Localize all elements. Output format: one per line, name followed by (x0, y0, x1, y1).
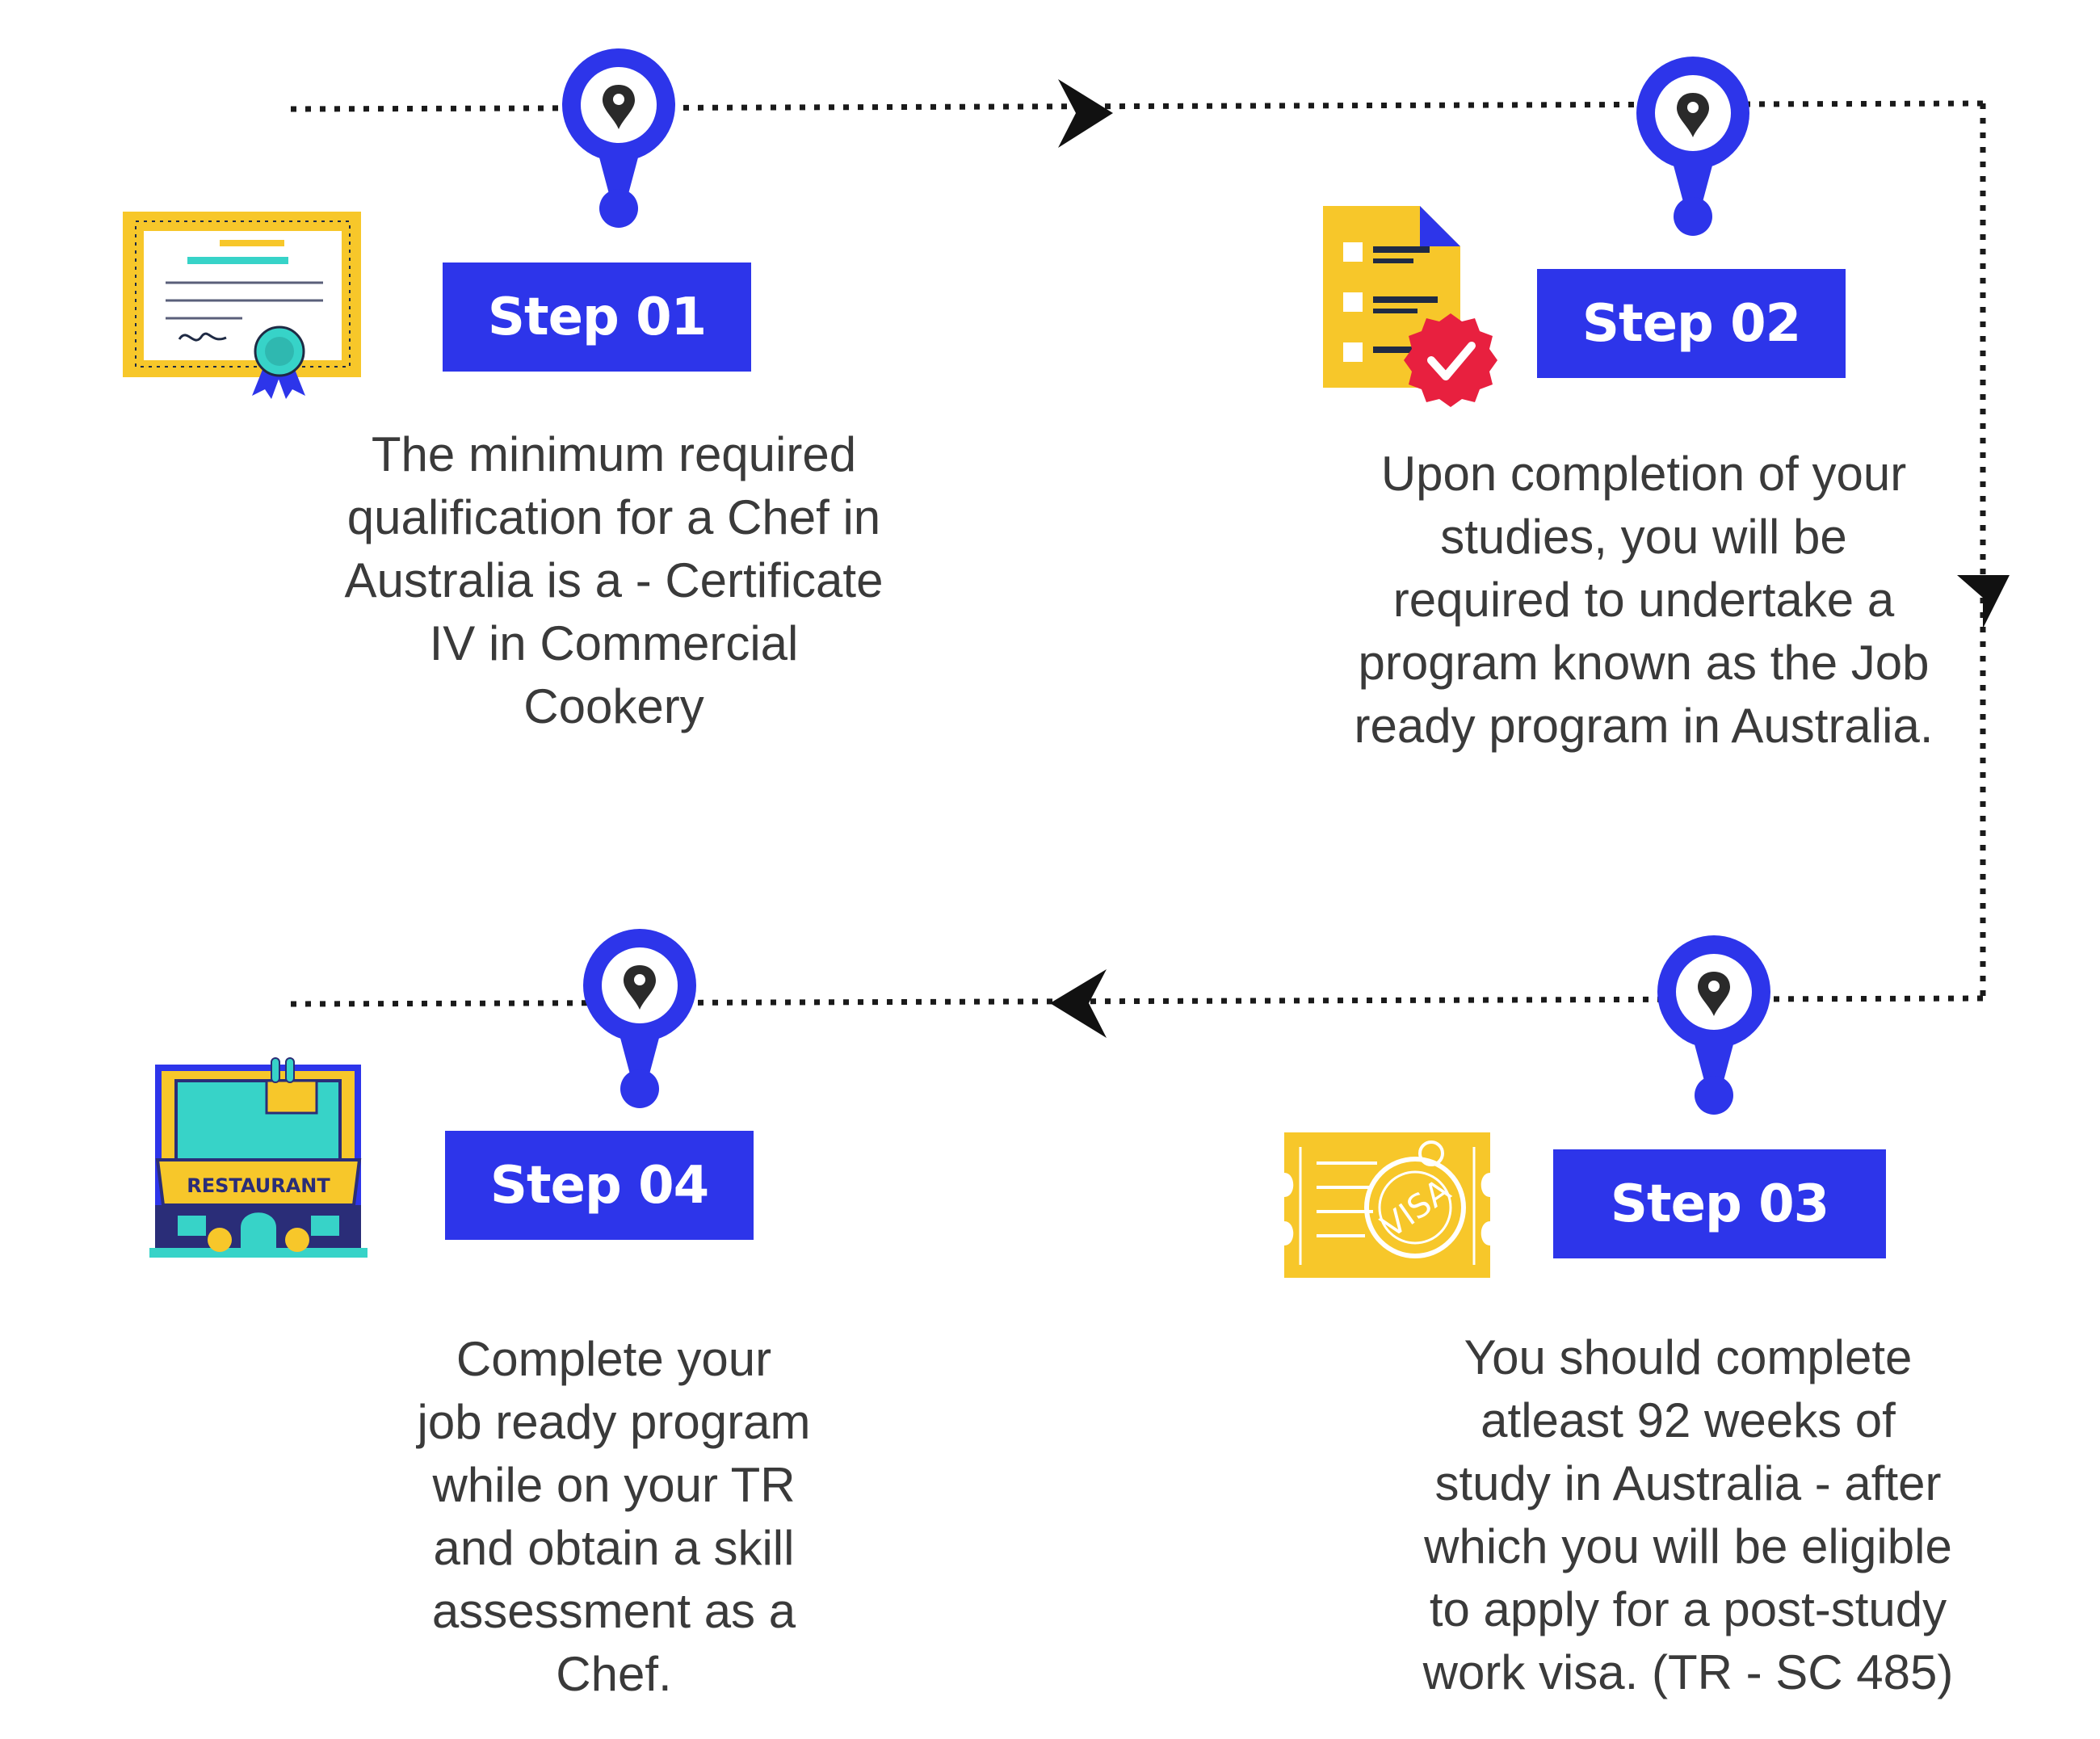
step-description-04: Complete your job ready program while on… (307, 1328, 921, 1706)
description-line: which you will be eligible (1424, 1519, 1952, 1573)
location-pin-icon-step-04 (583, 929, 696, 1108)
description-line: program known as the Job (1358, 636, 1930, 690)
description-line: and obtain a skill (433, 1521, 795, 1575)
location-pin-icon-step-03 (1657, 935, 1770, 1115)
description-line: Australia is a - Certificate (344, 553, 884, 607)
description-line: study in Australia - after (1434, 1456, 1942, 1510)
description-line: qualification for a Chef in (346, 490, 881, 544)
step-label-03: Step 03 (1610, 1174, 1829, 1234)
certificate-icon (123, 212, 361, 399)
visa-ticket-icon: VISA (1284, 1132, 1490, 1278)
description-line: ready program in Australia. (1354, 699, 1934, 753)
step-label-04: Step 04 (489, 1155, 709, 1216)
description-line: assessment as a (431, 1584, 796, 1638)
restaurant-icon: RESTAURANT (149, 1057, 368, 1258)
description-line: IV in Commercial (429, 616, 799, 670)
connector-top (290, 100, 1984, 112)
flow-connectors (290, 100, 1986, 1007)
description-line: Chef. (556, 1647, 672, 1701)
arrow-left-icon (1050, 969, 1107, 1038)
step-description-03: You should complete atleast 92 weeks of … (1341, 1326, 2035, 1704)
arrow-down-icon (1957, 575, 2010, 628)
step-label-02: Step 02 (1581, 293, 1801, 354)
description-line: job ready program (417, 1395, 811, 1449)
step-box-01 (443, 263, 751, 372)
step-box-02 (1537, 269, 1846, 378)
step-description-01: The minimum required qualification for a… (275, 423, 953, 738)
connector-bottom (290, 995, 1984, 1007)
description-line: to apply for a post-study (1429, 1582, 1947, 1636)
description-line: The minimum required (371, 427, 857, 481)
step-description-02: Upon completion of your studies, you wil… (1300, 443, 1987, 758)
description-line: Complete your (456, 1332, 772, 1386)
description-line: work visa. (TR - SC 485) (1422, 1645, 1954, 1699)
description-line: studies, you will be (1440, 510, 1847, 564)
step-box-04 (445, 1131, 754, 1240)
step-box-03 (1553, 1149, 1886, 1258)
description-line: You should complete (1464, 1330, 1913, 1384)
step-label-01: Step 01 (487, 287, 707, 347)
description-line: Cookery (523, 679, 704, 733)
restaurant-sign-text: RESTAURANT (187, 1174, 330, 1197)
description-line: required to undertake a (1392, 573, 1895, 627)
checklist-icon (1323, 206, 1497, 407)
location-pin-icon-step-01 (562, 48, 675, 228)
description-line: while on your TR (432, 1458, 796, 1512)
arrow-right-icon (1058, 79, 1113, 148)
description-line: Upon completion of your (1380, 447, 1907, 501)
location-pin-icon-step-02 (1636, 57, 1749, 236)
description-line: atleast 92 weeks of (1480, 1393, 1896, 1447)
